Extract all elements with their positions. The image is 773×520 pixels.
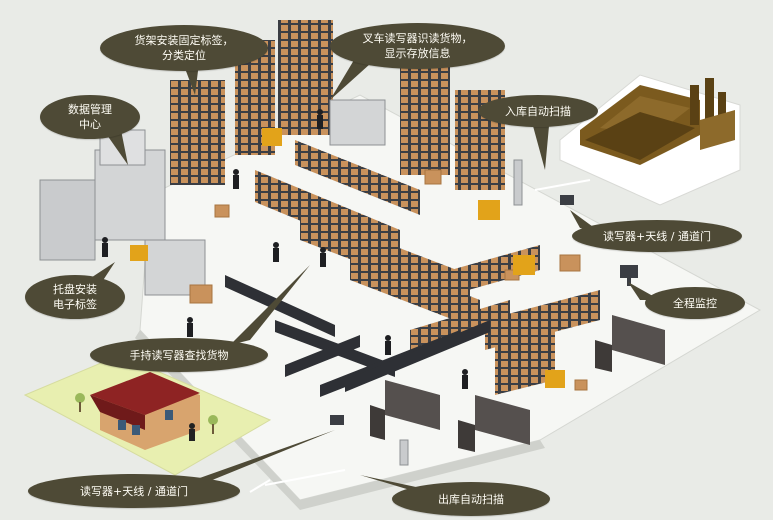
monitor-icon: [620, 265, 638, 286]
callout-shelf-tags: 货架安装固定标签， 分类定位: [100, 25, 268, 71]
callout-shelf-tags-line2: 分类定位: [162, 49, 206, 62]
callout-forklift-reader-line1: 叉车读写器识读货物，: [362, 32, 473, 45]
callout-shelf-tags-line1: 货架安装固定标签，: [134, 34, 234, 47]
callout-handheld: 手持读写器查找货物: [90, 338, 268, 372]
callout-pallet-tags: 托盘安装 电子标签: [25, 275, 125, 319]
callout-inbound-scan: 入库自动扫描: [478, 95, 598, 127]
callout-data-center: 数据管理 中心: [40, 95, 140, 139]
callout-pallet-tags-line2: 电子标签: [53, 298, 97, 311]
callout-monitoring-text: 全程监控: [673, 296, 717, 310]
house-scene: [23, 354, 272, 476]
delivery-trucks: [370, 315, 665, 452]
workers: [102, 109, 468, 389]
callout-handheld-text: 手持读写器查找货物: [129, 348, 229, 362]
callout-forklift-reader: 叉车读写器识读货物， 显示存放信息: [330, 23, 505, 69]
floor-edge: [135, 330, 545, 510]
callout-monitoring: 全程监控: [645, 287, 745, 319]
callout-outbound-scan-text: 出库自动扫描: [438, 492, 504, 506]
loose-boxes: [189, 169, 588, 391]
callout-inbound-scan-text: 入库自动扫描: [505, 104, 571, 118]
callout-reader-gate-right-text: 读写器+天线 / 通道门: [603, 229, 711, 243]
factory-building: [559, 74, 741, 206]
flow-arrows: [249, 179, 591, 493]
callout-reader-gate-left-text: 读写器+天线 / 通道门: [80, 484, 188, 498]
callout-reader-gate-left: 读写器+天线 / 通道门: [28, 474, 240, 508]
shelving-rows: [255, 140, 600, 395]
data-center-cabinets: [39, 99, 386, 296]
callout-pallet-tags-line1: 托盘安装: [53, 283, 97, 296]
callout-forklift-reader-line2: 显示存放信息: [384, 47, 451, 60]
conveyor-belts: [225, 275, 490, 397]
callout-data-center-line1: 数据管理: [68, 103, 112, 116]
callout-reader-gate-right: 读写器+天线 / 通道门: [572, 220, 742, 252]
callout-data-center-line2: 中心: [79, 118, 101, 131]
rfid-gates: [330, 159, 574, 466]
callout-outbound-scan: 出库自动扫描: [392, 482, 550, 516]
forklifts: [130, 128, 565, 388]
